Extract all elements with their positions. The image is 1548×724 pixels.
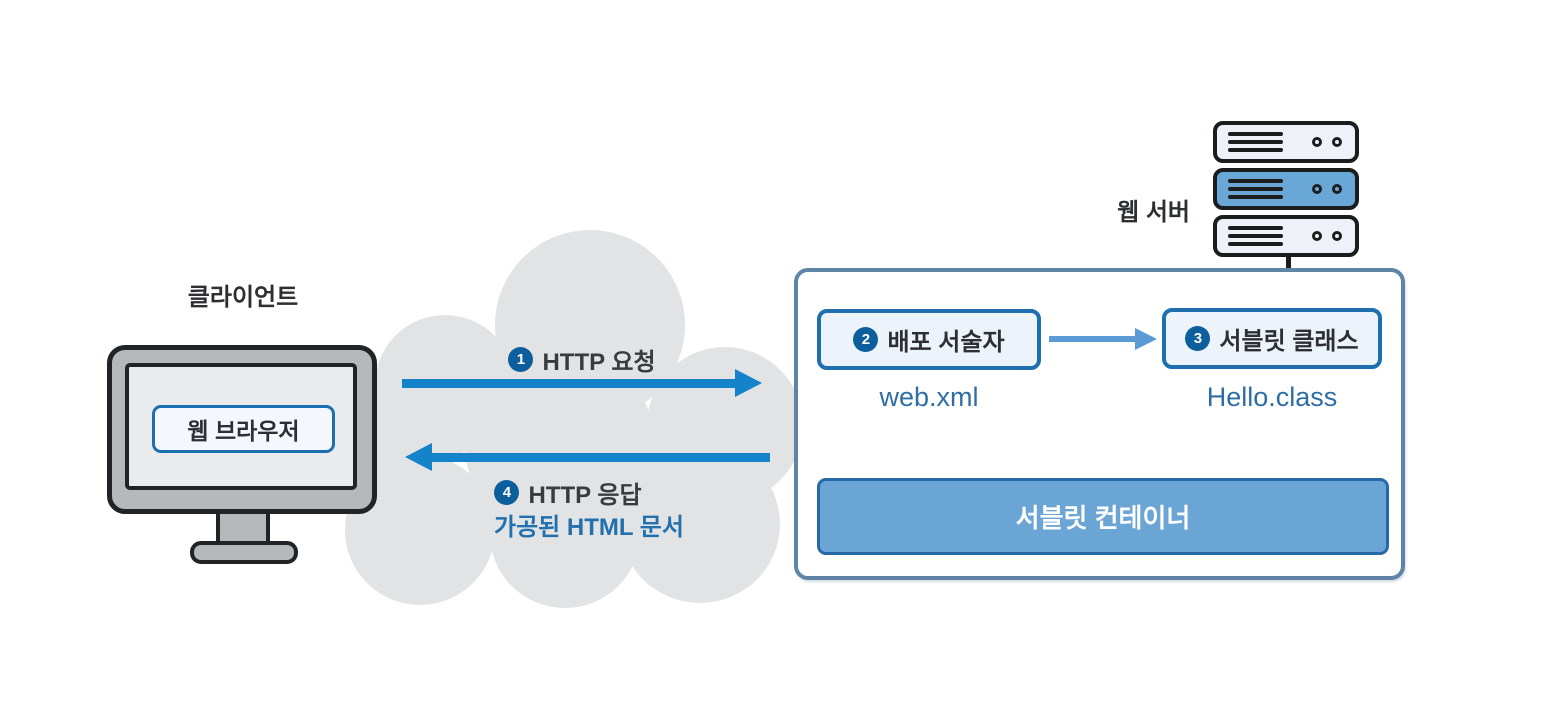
web-server-title: 웹 서버 [1117,199,1190,226]
server-led-icon [1332,184,1342,194]
monitor-screen: 웹 브라우저 [125,363,357,490]
monitor-stand-neck [216,510,270,546]
server-led-icon [1312,231,1322,241]
server-vent-line [1228,234,1283,238]
web-browser-box: 웹 브라우저 [152,405,335,453]
deployment-descriptor-box: 2 배포 서술자 [817,309,1041,370]
http-response-label: 4 HTTP 응답 [448,475,688,510]
server-vent-line [1228,148,1283,152]
descriptor-to-class-arrowhead-icon [1135,328,1157,350]
server-led-icon [1332,137,1342,147]
servlet-class-box: 3 서블릿 클래스 [1162,308,1382,369]
server-vent-line [1228,179,1283,183]
http-response-arrow [431,453,770,462]
client-title: 클라이언트 [187,284,299,311]
server-vent-line [1228,132,1283,136]
server-vent-line [1228,242,1283,246]
server-led-icon [1332,231,1342,241]
step-1-badge: 1 [508,347,534,372]
monitor-stand-base [190,541,298,564]
servlet-class-file: Hello.class [1206,382,1338,412]
servlet-container-label: 서블릿 컨테이너 [1015,503,1191,533]
server-unit-icon [1213,121,1359,163]
server-stack-icon [1213,121,1359,262]
server-led-icon [1312,137,1322,147]
server-led-icon [1312,184,1322,194]
deployment-descriptor-file: web.xml [879,382,979,412]
server-vent-line [1228,140,1283,144]
descriptor-to-class-arrow [1049,336,1135,342]
server-vent-line [1228,195,1283,199]
servlet-container-bar: 서블릿 컨테이너 [817,478,1389,555]
step-4-badge: 4 [494,480,520,505]
web-server-panel: 2 배포 서술자 web.xml 3 서블릿 클래스 Hello.class 서… [794,268,1405,580]
cloud-bump [647,347,803,503]
http-request-text: HTTP 요청 [542,349,656,376]
http-response-arrowhead-icon [405,443,432,471]
servlet-class-label: 서블릿 클래스 [1219,328,1359,355]
monitor-icon: 웹 브라우저 [107,345,377,514]
server-vent-line [1228,187,1283,191]
server-vent-line [1228,226,1283,230]
deployment-descriptor-label: 배포 서술자 [887,329,1005,356]
http-response-sublabel: 가공된 HTML 문서 [494,514,684,541]
http-request-arrow [402,379,736,388]
web-browser-label: 웹 브라우저 [187,418,300,444]
http-request-arrowhead-icon [735,369,762,397]
http-response-text: HTTP 응답 [528,482,642,509]
step-3-badge: 3 [1185,326,1211,351]
step-2-badge: 2 [853,327,879,352]
server-unit-icon [1213,168,1359,210]
server-unit-icon [1213,215,1359,257]
http-request-label: 1 HTTP 요청 [462,342,702,377]
